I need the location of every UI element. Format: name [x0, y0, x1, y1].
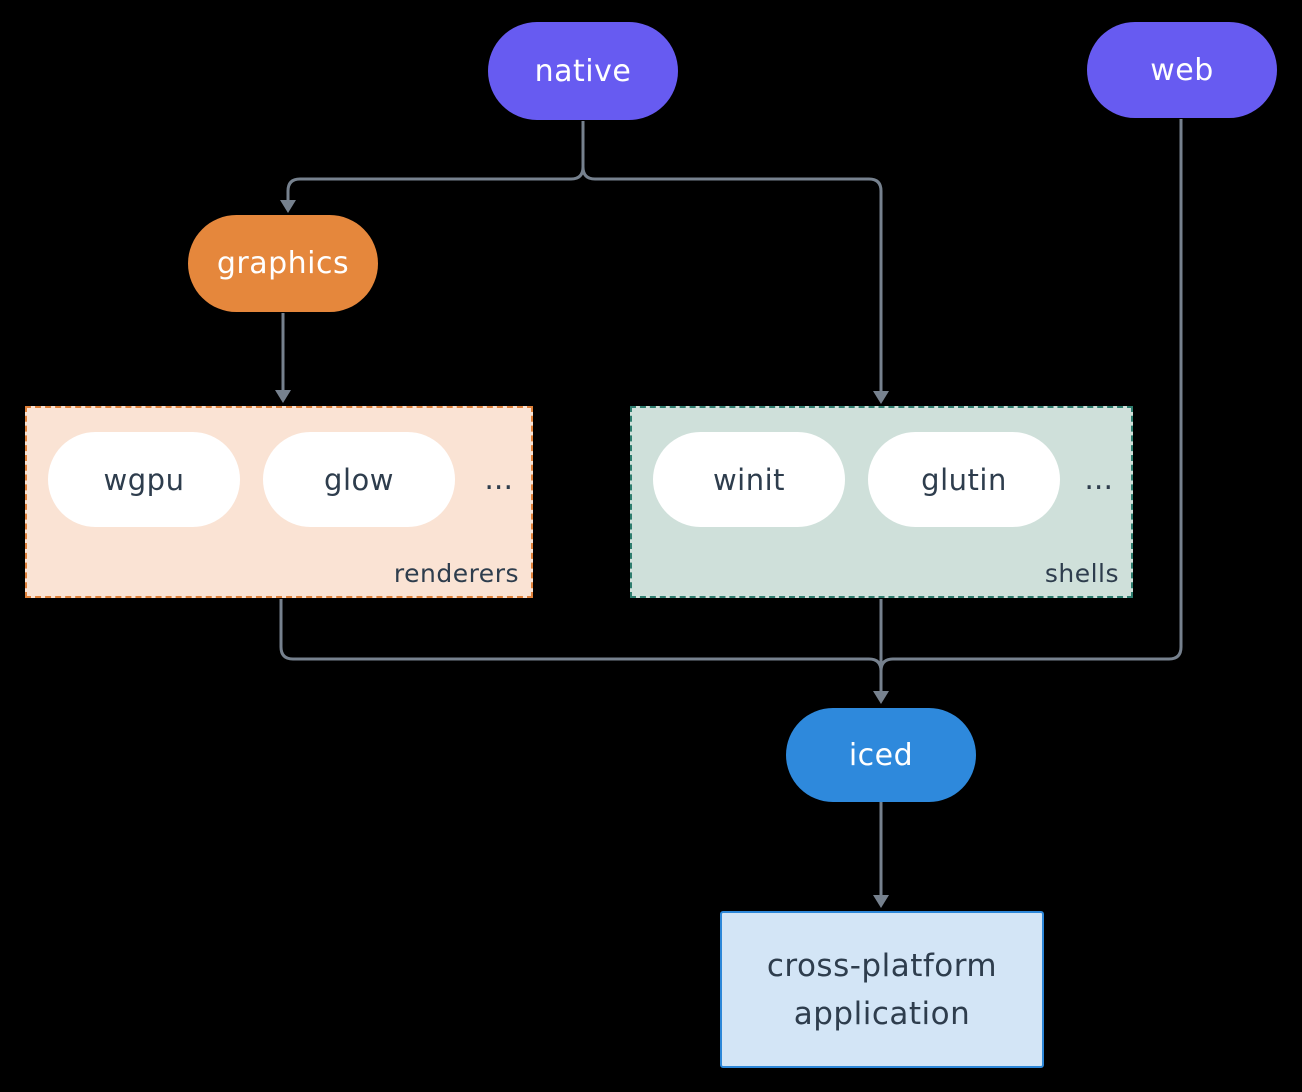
node-wgpu: wgpu: [48, 432, 240, 527]
node-glow-label: glow: [324, 462, 394, 497]
node-web: web: [1087, 22, 1277, 118]
edge-native-fork: [286, 121, 883, 392]
arrow-to-iced-icon: [873, 691, 889, 704]
node-glow: glow: [263, 432, 455, 527]
shells-ellipsis: ...: [1084, 462, 1113, 497]
arrow-to-graphics-icon: [280, 200, 296, 213]
edge-renderers-junction: [279, 599, 883, 672]
node-iced: iced: [786, 708, 976, 802]
node-glutin-label: glutin: [921, 462, 1007, 497]
node-app-label: cross-platform application: [766, 947, 998, 1032]
node-graphics-label: graphics: [216, 246, 350, 281]
node-glutin: glutin: [868, 432, 1060, 527]
node-winit: winit: [653, 432, 845, 527]
node-cross-platform-application: cross-platform application: [720, 911, 1044, 1068]
group-renderers: wgpu glow ... renderers: [25, 406, 533, 598]
node-graphics: graphics: [188, 215, 378, 312]
renderers-group-label: renderers: [393, 559, 519, 588]
arrow-to-app-icon: [873, 895, 889, 908]
node-wgpu-label: wgpu: [103, 462, 185, 497]
group-shells: winit glutin ... shells: [630, 406, 1133, 598]
renderers-ellipsis: ...: [484, 462, 513, 497]
arrow-to-renderers-icon: [275, 390, 291, 403]
arrow-to-shells-icon: [873, 391, 889, 404]
node-winit-label: winit: [712, 462, 786, 497]
node-iced-label: iced: [848, 737, 914, 773]
node-native-label: native: [534, 53, 632, 89]
node-web-label: web: [1150, 52, 1214, 88]
node-native: native: [488, 22, 678, 120]
shells-group-label: shells: [1044, 559, 1119, 588]
